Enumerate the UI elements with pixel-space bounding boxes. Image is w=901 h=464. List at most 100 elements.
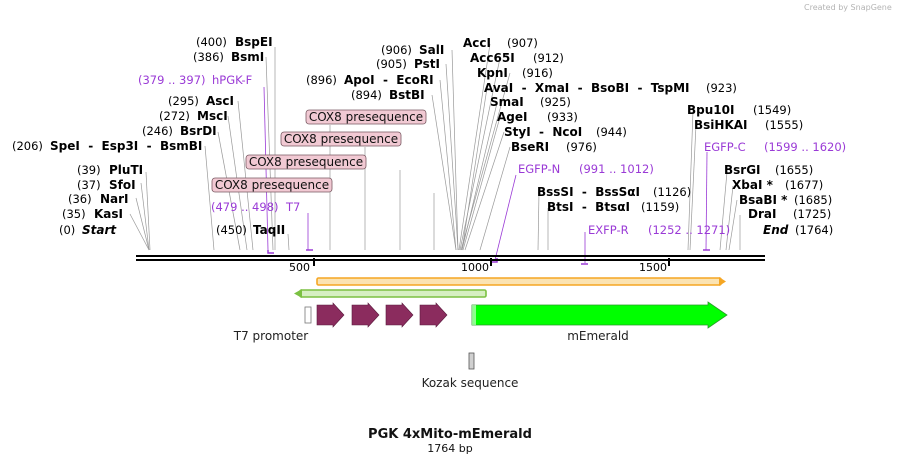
- restriction-sites-right: Bpu10I (1549) BsiHKAI (1555) BsrGI (1655…: [687, 103, 833, 237]
- cox8-arrow-4[interactable]: [419, 302, 448, 328]
- site-pos-asci: (295): [168, 94, 199, 108]
- kozak-sequence-feature[interactable]: [468, 352, 475, 370]
- tick-label-1500: 1500: [639, 261, 667, 274]
- site-pos-agei: (933): [547, 110, 578, 124]
- plasmid-length: 1764 bp: [427, 442, 472, 455]
- site-name-acc65i[interactable]: Acc65I: [470, 51, 515, 65]
- site-name-asci[interactable]: AscI: [206, 94, 234, 108]
- site-pos-bstbi: (894): [351, 88, 382, 102]
- orf-forward[interactable]: [316, 277, 726, 286]
- site-name-bsssi[interactable]: BssSI - BssSαI: [537, 185, 640, 199]
- site-name-bsrdi[interactable]: BsrDI: [180, 124, 217, 138]
- feature-track: [304, 301, 728, 370]
- site-pos-bsihkai: (1555): [765, 118, 803, 132]
- site-name-taqii[interactable]: TaqII: [253, 223, 285, 237]
- site-pos-drai: (1725): [793, 207, 831, 221]
- site-name-sali[interactable]: SalI: [419, 43, 444, 57]
- restriction-sites-middle: (906) SalI (905) PstI (896) ApoI - EcoRI…: [306, 36, 737, 214]
- primer-name-hpgk-f[interactable]: hPGK-F: [212, 73, 252, 87]
- site-name-drai[interactable]: DraI: [748, 207, 776, 221]
- tick-1500: [668, 258, 670, 266]
- site-name-bsmi[interactable]: BsmI: [231, 50, 264, 64]
- primer-range-egfp-n: (991 .. 1012): [579, 162, 654, 176]
- svg-text:COX8 presequence: COX8 presequence: [215, 178, 329, 192]
- memerald-feature[interactable]: [471, 301, 728, 329]
- site-name-agei[interactable]: AgeI: [497, 110, 527, 124]
- site-name-kasi[interactable]: KasI: [94, 207, 123, 221]
- site-pos-bsabi: (1685): [794, 193, 832, 207]
- tick-label-1000: 1000: [461, 261, 489, 274]
- cox8-label-3[interactable]: COX8 presequence: [280, 131, 402, 147]
- site-pos-bsrgi: (1655): [775, 163, 813, 177]
- site-name-bpu10i[interactable]: Bpu10I: [687, 103, 734, 117]
- site-pos-spei: (206): [12, 139, 43, 153]
- svg-text:COX8 presequence: COX8 presequence: [309, 110, 423, 124]
- site-name-bseri[interactable]: BseRI: [511, 140, 549, 154]
- site-name-acci[interactable]: AccI: [463, 36, 491, 50]
- cox8-label-1[interactable]: COX8 presequence: [211, 177, 333, 193]
- t7-promoter-feature[interactable]: [304, 306, 312, 324]
- primer-range-hpgk-f: (379 .. 397): [138, 73, 206, 87]
- site-name-smai[interactable]: SmaI: [490, 95, 524, 109]
- site-pos-bsmi: (386): [193, 50, 224, 64]
- site-name-psti[interactable]: PstI: [414, 57, 440, 71]
- site-pos-avai: (923): [706, 81, 737, 95]
- site-pos-bpu10i: (1549): [753, 103, 791, 117]
- site-name-styi[interactable]: StyI - NcoI: [504, 125, 582, 139]
- cox8-presequence-labels: COX8 presequence COX8 presequence COX8 p…: [211, 109, 427, 193]
- site-pos-msci: (272): [159, 109, 190, 123]
- site-name-apoi[interactable]: ApoI - EcoRI: [344, 73, 434, 87]
- site-pos-bsssi: (1126): [653, 185, 691, 199]
- site-name-nari[interactable]: NarI: [100, 192, 129, 206]
- orf-reverse[interactable]: [294, 289, 487, 298]
- svg-text:COX8 presequence: COX8 presequence: [284, 132, 398, 146]
- primer-name-t7[interactable]: T7: [285, 200, 300, 214]
- site-pos-bseri: (976): [566, 140, 597, 154]
- map-title: PGK 4xMito-mEmerald 1764 bp: [368, 427, 532, 455]
- site-name-pluti[interactable]: PluTI: [109, 163, 143, 177]
- site-pos-sali: (906): [381, 43, 412, 57]
- plasmid-name: PGK 4xMito-mEmerald: [368, 427, 532, 442]
- site-name-bsrgi[interactable]: BsrGI: [724, 163, 761, 177]
- restriction-sites-left: (400) BspEI (386) BsmI (295) AscI (272) …: [12, 35, 285, 237]
- site-pos-xbai: (1677): [785, 178, 823, 192]
- cox8-label-2[interactable]: COX8 presequence: [245, 154, 367, 170]
- site-name-kpni[interactable]: KpnI: [477, 66, 508, 80]
- dna-backbone: [136, 255, 765, 261]
- primer-name-exfp-r[interactable]: EXFP-R: [588, 223, 629, 237]
- primer-name-egfp-n[interactable]: EGFP-N: [518, 162, 560, 176]
- cox8-arrow-2[interactable]: [351, 302, 380, 328]
- site-name-bspei[interactable]: BspEI: [235, 35, 273, 49]
- site-name-spei[interactable]: SpeI - Esp3I - BsmBI: [50, 139, 202, 153]
- cox8-arrow-3[interactable]: [385, 302, 414, 328]
- primer-range-t7: (479 .. 498): [211, 200, 279, 214]
- site-pos-end: (1764): [795, 223, 833, 237]
- site-pos-apoi: (896): [306, 73, 337, 87]
- site-name-btsi[interactable]: BtsI - BtsαI: [547, 200, 630, 214]
- site-name-sfoi[interactable]: SfoI: [109, 178, 136, 192]
- cox8-arrow-1[interactable]: [316, 302, 345, 328]
- tick-500: [313, 258, 315, 266]
- primer-name-egfp-c[interactable]: EGFP-C: [704, 140, 746, 154]
- cox8-label-4[interactable]: COX8 presequence: [305, 109, 427, 125]
- site-pos-taqii: (450): [216, 223, 247, 237]
- primer-range-exfp-r: (1252 .. 1271): [648, 223, 730, 237]
- site-name-bsihkai[interactable]: BsiHKAI: [694, 118, 748, 132]
- site-name-avai[interactable]: AvaI - XmaI - BsoBI - TspMI: [484, 81, 690, 95]
- site-pos-pluti: (39): [77, 163, 101, 177]
- site-name-end[interactable]: End: [763, 223, 789, 237]
- site-name-start[interactable]: Start: [82, 223, 117, 237]
- site-pos-acci: (907): [507, 36, 538, 50]
- site-name-bsabi[interactable]: BsaBI *: [739, 193, 788, 207]
- t7-promoter-label: T7 promoter: [233, 329, 309, 343]
- site-name-xbai[interactable]: XbaI *: [732, 178, 774, 192]
- snapgene-credit: Created by SnapGene: [804, 3, 892, 12]
- site-name-bstbi[interactable]: BstBI: [389, 88, 425, 102]
- site-pos-styi: (944): [596, 125, 627, 139]
- svg-text:Created by SnapGene: Created by SnapGene: [804, 3, 892, 12]
- site-pos-sfoi: (37): [77, 178, 101, 192]
- site-pos-smai: (925): [540, 95, 571, 109]
- memerald-label: mEmerald: [567, 329, 629, 343]
- site-name-msci[interactable]: MscI: [197, 109, 228, 123]
